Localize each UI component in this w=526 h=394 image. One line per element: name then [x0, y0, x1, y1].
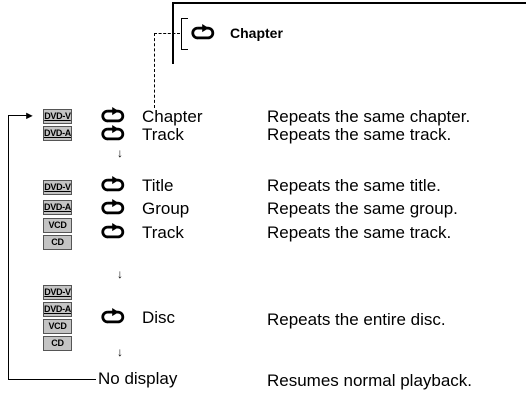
display-frame-top — [172, 2, 526, 4]
repeat-arrow-icon — [101, 176, 125, 192]
dvd-v-badge: DVD-V — [43, 109, 72, 124]
repeat-arrow-icon — [101, 125, 125, 141]
mode-track-vcd: Track — [142, 223, 184, 242]
down-arrow-icon: ↓ — [117, 146, 123, 160]
leader-dashed-horizontal — [154, 33, 180, 34]
repeat-arrow-icon — [101, 223, 125, 239]
desc-disc: Repeats the entire disc. — [267, 310, 446, 329]
desc-title: Repeats the same title. — [267, 176, 441, 195]
mode-chapter: Chapter — [142, 107, 203, 126]
mode-title: Title — [142, 176, 174, 195]
cd-badge: CD — [43, 235, 72, 250]
mode-track: Track — [142, 125, 184, 144]
loop-line-vertical — [8, 115, 9, 380]
repeat-arrow-icon — [191, 24, 215, 40]
mode-disc: Disc — [142, 308, 176, 327]
desc-group: Repeats the same group. — [267, 199, 458, 218]
dvd-a-badge: DVD-A — [43, 126, 72, 141]
dvd-a-badge: DVD-A — [43, 200, 72, 215]
vcd-badge: VCD — [43, 218, 72, 233]
display-bracket — [181, 18, 188, 50]
repeat-arrow-icon — [101, 308, 125, 324]
desc-no-display: Resumes normal playback. — [267, 371, 473, 390]
repeat-arrow-icon — [101, 107, 125, 123]
loop-line-top — [8, 115, 28, 116]
repeat-arrow-icon — [101, 199, 125, 215]
down-arrow-icon: ↓ — [117, 345, 123, 359]
loop-line-bottom — [8, 379, 96, 380]
desc-track-vcd: Repeats the same track. — [267, 223, 452, 242]
desc-track: Repeats the same track. — [267, 125, 452, 144]
leader-dashed-vertical — [154, 33, 155, 108]
down-arrow-icon: ↓ — [117, 267, 123, 281]
dvd-v-badge: DVD-V — [43, 180, 72, 195]
cd-badge: CD — [43, 336, 72, 351]
mode-no-display: No display — [98, 369, 178, 388]
desc-chapter: Repeats the same chapter. — [267, 107, 471, 126]
mode-group: Group — [142, 199, 190, 218]
loop-arrow-right-icon: ► — [24, 110, 35, 122]
vcd-badge: VCD — [43, 319, 72, 334]
dvd-a-badge: DVD-A — [43, 302, 72, 317]
dvd-v-badge: DVD-V — [43, 285, 72, 300]
display-mode-label: Chapter — [230, 25, 283, 41]
